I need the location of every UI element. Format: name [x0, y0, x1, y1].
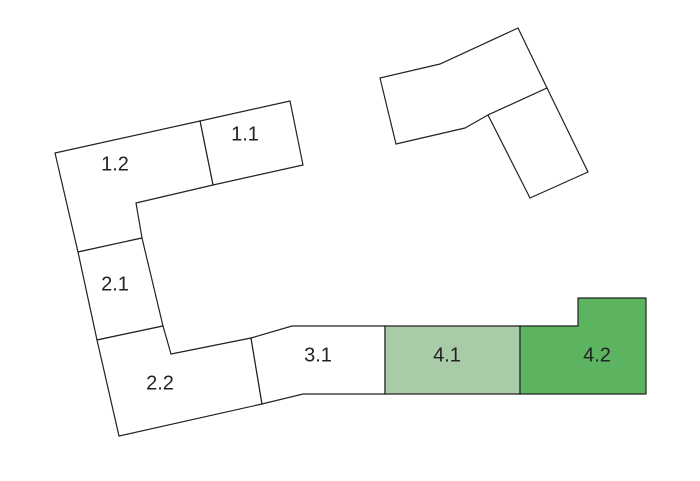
unit-3-1[interactable] — [250, 325, 386, 405]
unit-4-1[interactable] — [384, 325, 521, 395]
building-north-b — [487, 87, 589, 199]
unit-1-2[interactable] — [54, 120, 214, 253]
unit-2-1[interactable] — [77, 237, 164, 341]
unit-4-2[interactable] — [519, 297, 647, 395]
unit-2-2[interactable] — [96, 325, 263, 437]
unit-1-1[interactable] — [199, 100, 304, 186]
